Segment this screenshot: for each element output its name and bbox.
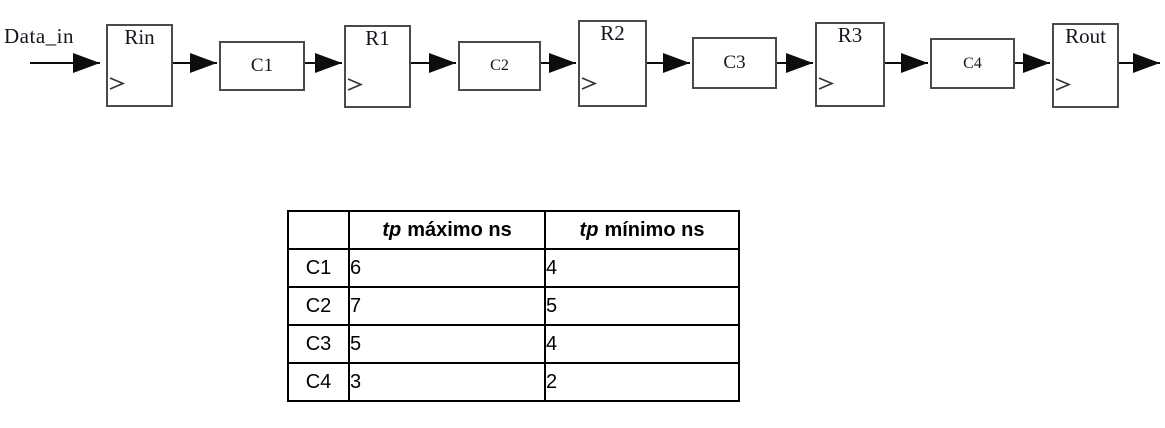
register-r2-label: R2 <box>600 21 625 45</box>
clock-input-icon <box>581 77 598 90</box>
register-r3: R3 <box>815 22 885 107</box>
logic-block-c2-label: C2 <box>490 57 509 74</box>
table-row: C3 5 4 <box>287 324 740 364</box>
row-label-cell: C1 <box>287 248 350 288</box>
logic-block-c3-label: C3 <box>723 52 746 73</box>
register-r3-label: R3 <box>837 23 863 47</box>
empty-header-cell <box>287 210 350 250</box>
register-rout: Rout <box>1052 23 1119 108</box>
table-row: C4 3 2 <box>287 362 740 402</box>
register-rin-label: Rin <box>124 25 155 49</box>
tp-min-cell: 4 <box>544 324 740 364</box>
logic-block-c1-label: C1 <box>250 55 274 76</box>
register-rout-label: Rout <box>1065 24 1106 48</box>
register-r1: R1 <box>344 25 411 108</box>
signal-arrow-rin-c1 <box>173 62 217 64</box>
table-row: C1 6 4 <box>287 248 740 288</box>
tp-max-cell: 5 <box>348 324 546 364</box>
signal-arrow-r3-c4 <box>885 62 928 64</box>
signal-arrow-c1-r1 <box>305 62 342 64</box>
logic-block-c4: C4 <box>930 38 1015 89</box>
clock-input-icon <box>347 78 364 91</box>
row-label-cell: C3 <box>287 324 350 364</box>
logic-block-c1: C1 <box>219 41 305 91</box>
logic-block-c4-label: C4 <box>963 54 982 72</box>
signal-arrow-r1-c2 <box>411 62 456 64</box>
tp-max-header-text: máximo ns <box>407 218 512 241</box>
register-r2: R2 <box>578 20 647 107</box>
signal-arrow-c4-rout <box>1015 62 1050 64</box>
tp-max-cell: 6 <box>348 248 546 288</box>
tp-min-cell: 4 <box>544 248 740 288</box>
logic-block-c2: C2 <box>458 41 541 91</box>
row-label-cell: C4 <box>287 362 350 402</box>
tp-symbol: tp <box>382 218 402 241</box>
tp-min-cell: 5 <box>544 286 740 326</box>
input-signal-arrow <box>30 62 100 64</box>
logic-block-c3: C3 <box>692 37 777 89</box>
clock-input-icon <box>818 77 835 90</box>
signal-arrow-c2-r2 <box>541 62 576 64</box>
clock-input-icon <box>1055 78 1072 91</box>
signal-arrow-c3-r3 <box>777 62 813 64</box>
tp-min-cell: 2 <box>544 362 740 402</box>
register-r1-label: R1 <box>365 26 390 50</box>
signal-arrow-r2-c3 <box>647 62 690 64</box>
tp-symbol: tp <box>579 218 599 241</box>
row-label-cell: C2 <box>287 286 350 326</box>
tp-min-header-text: mínimo ns <box>604 218 705 241</box>
table-row: C2 7 5 <box>287 286 740 326</box>
clock-input-icon <box>109 77 126 90</box>
output-signal-arrow <box>1118 62 1160 64</box>
data-in-label: Data_in <box>4 24 74 48</box>
tp-max-cell: 7 <box>348 286 546 326</box>
tp-max-cell: 3 <box>348 362 546 402</box>
register-rin: Rin <box>106 24 173 107</box>
